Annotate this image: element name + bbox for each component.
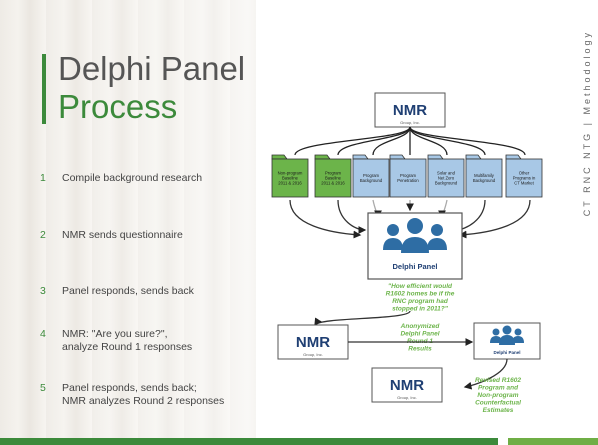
step-1: 1 Compile background research xyxy=(40,172,202,185)
page-title: Delphi Panel Process xyxy=(58,50,245,126)
nmr-logo-top: NMR Group, Inc. xyxy=(374,92,446,128)
step-5: 5 Panel responds, sends back; NMR analyze… xyxy=(40,382,224,408)
panel-label: Delphi Panel xyxy=(392,262,437,271)
nmr-logo-middle: NMR Group, Inc. xyxy=(277,324,349,360)
nmr-logo-bottom: NMR Group, Inc. xyxy=(371,367,443,403)
panel-to-nmr-arrow xyxy=(463,358,508,390)
step-2: 2 NMR sends questionnaire xyxy=(40,229,183,242)
step-text: NMR sends questionnaire xyxy=(62,229,183,241)
svg-text:Delphi Panel: Delphi Panel xyxy=(493,350,520,355)
svg-text:Group, Inc.: Group, Inc. xyxy=(397,395,417,400)
step-text: NMR: "Are you sure?", analyze Round 1 re… xyxy=(62,328,193,353)
step-3: 3 Panel responds, sends back xyxy=(40,285,194,298)
people-icon xyxy=(490,325,524,345)
title-line-2: Process xyxy=(58,88,178,125)
title-line-1: Delphi Panel xyxy=(58,50,246,87)
question-to-nmr-arrow xyxy=(314,310,411,327)
step-number: 3 xyxy=(40,285,46,297)
step-4: 4 NMR: "Are you sure?", analyze Round 1 r… xyxy=(40,328,192,354)
svg-text:NMR: NMR xyxy=(390,377,424,394)
footer-bar xyxy=(0,438,498,445)
svg-text:Group, Inc.: Group, Inc. xyxy=(303,352,323,357)
step-text: Panel responds, sends back xyxy=(62,285,194,297)
step-text: Panel responds, sends back; NMR analyzes… xyxy=(62,382,225,407)
svg-text:NMR: NMR xyxy=(296,334,330,351)
step-number: 5 xyxy=(40,382,46,394)
nmr-to-folder-connectors xyxy=(294,126,526,156)
delphi-panel-box: Delphi Panel xyxy=(367,212,463,280)
svg-text:NMR: NMR xyxy=(393,102,427,119)
title-accent-bar xyxy=(42,54,46,124)
step-text: Compile background research xyxy=(62,172,203,184)
people-icon xyxy=(383,218,447,253)
folder-to-panel-arrows xyxy=(289,199,531,239)
step-number: 1 xyxy=(40,172,46,184)
footer-bar-accent xyxy=(508,438,598,445)
step-number: 2 xyxy=(40,229,46,241)
delphi-panel-small: Delphi Panel xyxy=(473,322,541,360)
step-number: 4 xyxy=(40,328,46,340)
svg-text:Group, Inc.: Group, Inc. xyxy=(400,120,420,125)
side-section-label: CT RNC NTG | Methodology xyxy=(582,30,592,217)
